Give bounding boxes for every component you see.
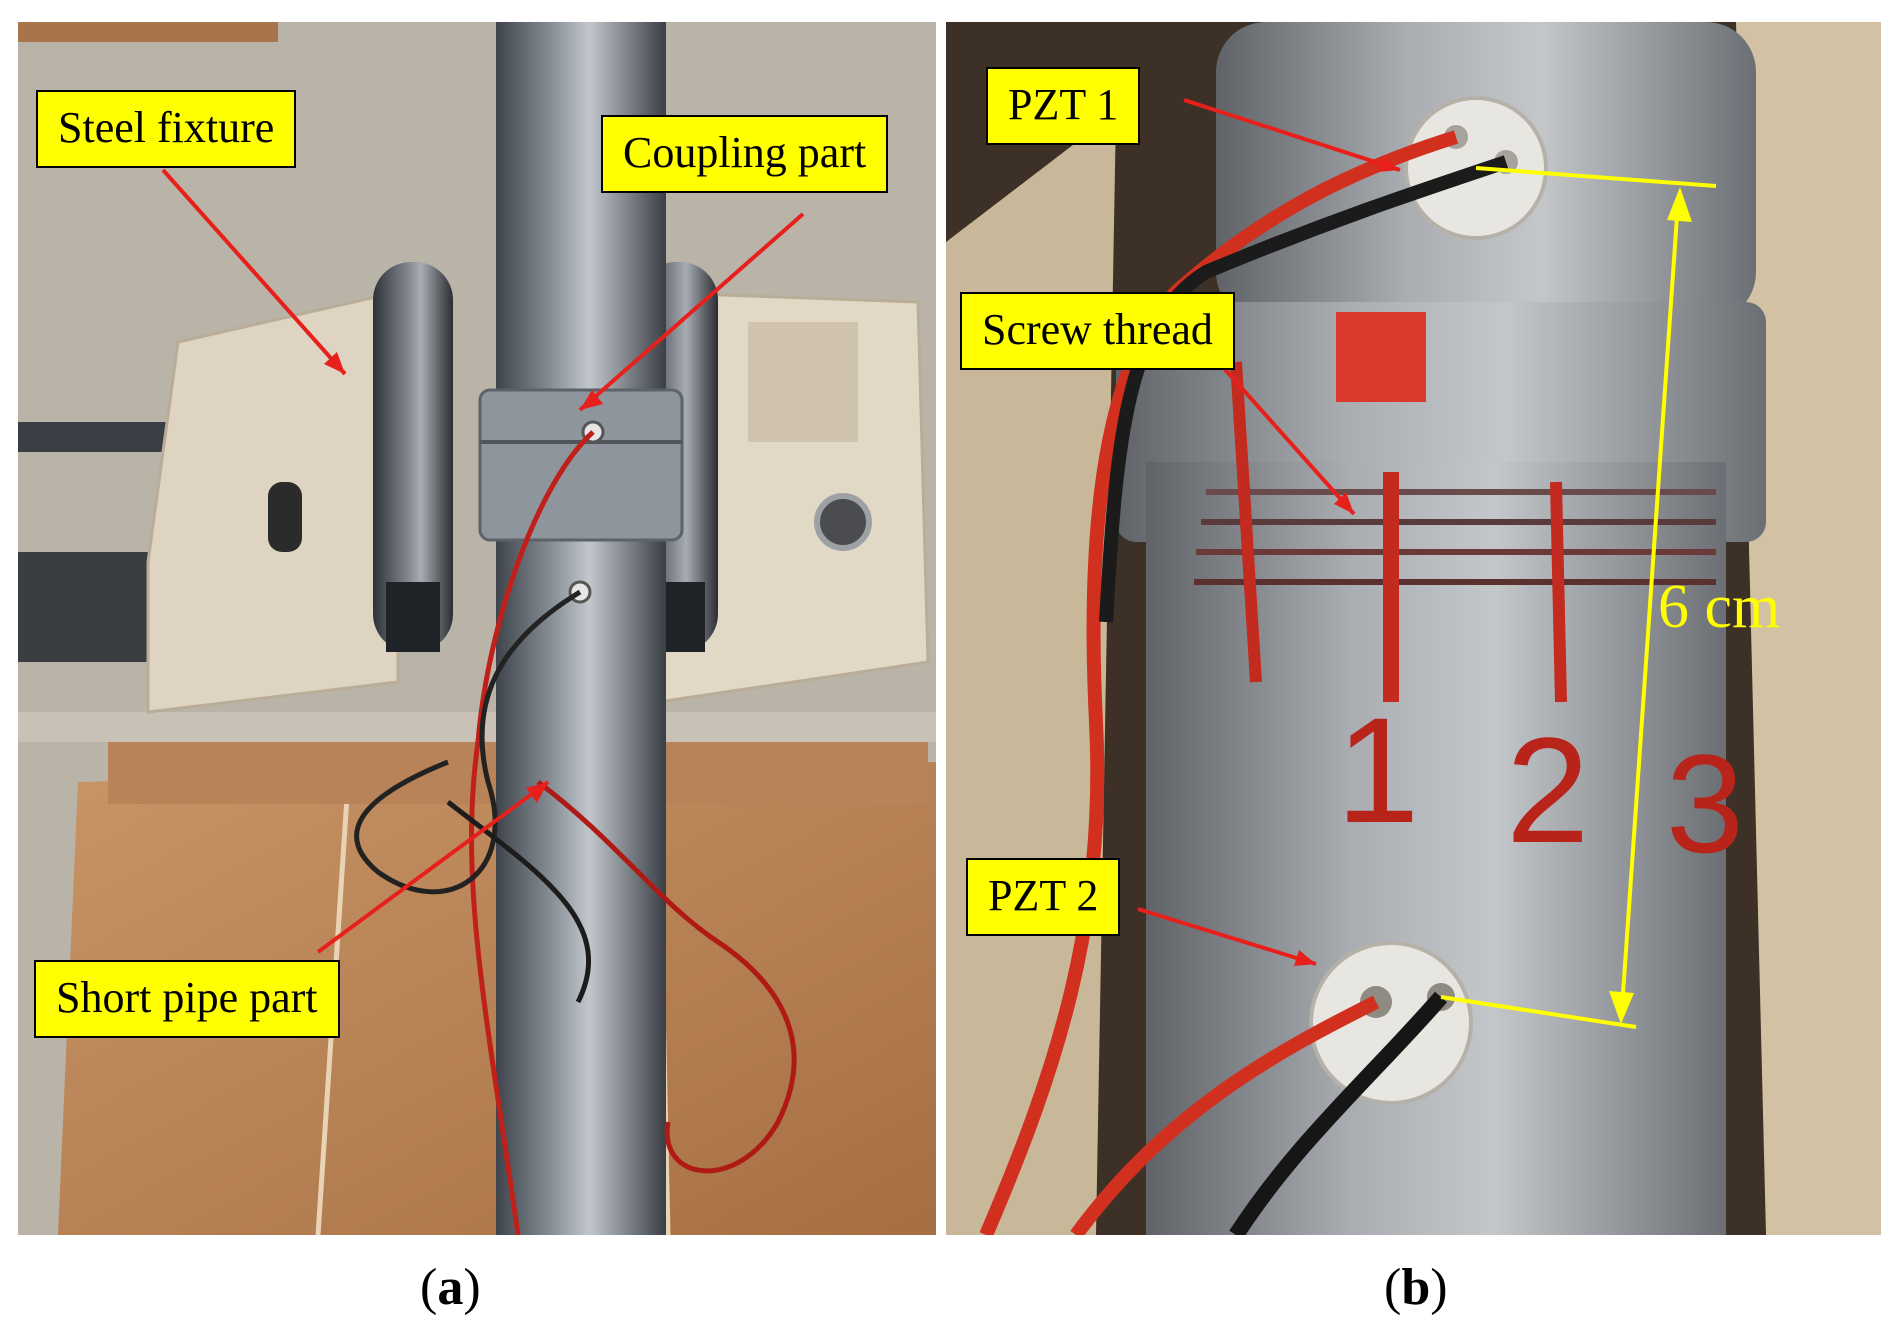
arrowhead [1334,492,1354,514]
dimension-arrowhead-bottom [1609,991,1634,1024]
dimension-arrow [1620,201,1680,1009]
arrowhead [1378,156,1400,172]
painted-digit: 3 [1666,725,1744,882]
caption-b: (b) [1384,1259,1448,1316]
fixture-notch [748,322,858,442]
sensor-wire [469,430,595,1235]
arrow-pzt2 [1137,907,1317,966]
roller-left [373,262,453,652]
sensor-wire [354,589,582,895]
dimension-line-bottom [1440,995,1637,1029]
photo-panel-b: 1 2 3 [946,22,1881,1235]
wood-board-top [18,22,278,42]
caption-a: (a) [420,1259,481,1316]
sensor-wire [1229,991,1448,1235]
wood-side-right [1736,22,1881,1235]
sensor-wire [979,130,1459,1235]
arrow-pzt1 [1183,98,1401,172]
photo-a-illustration [18,22,936,1235]
label-pzt1: PZT 1 [986,67,1141,145]
sensor-wire [1070,995,1380,1235]
painted-digit: 2 [1506,706,1589,874]
sensor-wire [1099,155,1509,623]
label-pzt2: PZT 2 [966,858,1121,936]
dimension-arrowhead-top [1667,187,1692,222]
arrowhead [580,390,603,410]
steel-pipe [496,22,666,1235]
label-short-pipe-part: Short pipe part [34,960,340,1038]
coupling [478,388,684,542]
arrowhead [1294,950,1316,966]
dimension-label: 6 cm [1658,573,1781,641]
arrow-steel-fixture [161,168,347,376]
red-marking [1336,312,1426,402]
fixture-pin [268,482,302,552]
red-marking [1550,481,1567,703]
pipe-body [1146,462,1726,1235]
arrow-screw-thread [1220,364,1356,516]
photo-b-illustration: 1 2 3 [946,22,1881,1235]
fixture-bolt [814,493,872,551]
sensor-wire [536,780,797,1174]
label-coupling-part: Coupling part [601,115,889,193]
label-screw-thread: Screw thread [960,292,1235,370]
painted-digit: 1 [1336,686,1419,854]
roller-bracket [386,582,440,652]
label-steel-fixture: Steel fixture [36,90,297,168]
pzt2-disc [1309,941,1473,1105]
red-marking [1230,361,1262,683]
arrow-short-pipe-part [316,780,550,954]
dimension-line-top [1475,166,1717,188]
arrow-coupling-part [578,212,805,412]
photo-panel-a: Steel fixture Coupling part Short pipe p… [18,22,936,1235]
arrowhead [324,352,345,374]
arrowhead [526,782,548,803]
